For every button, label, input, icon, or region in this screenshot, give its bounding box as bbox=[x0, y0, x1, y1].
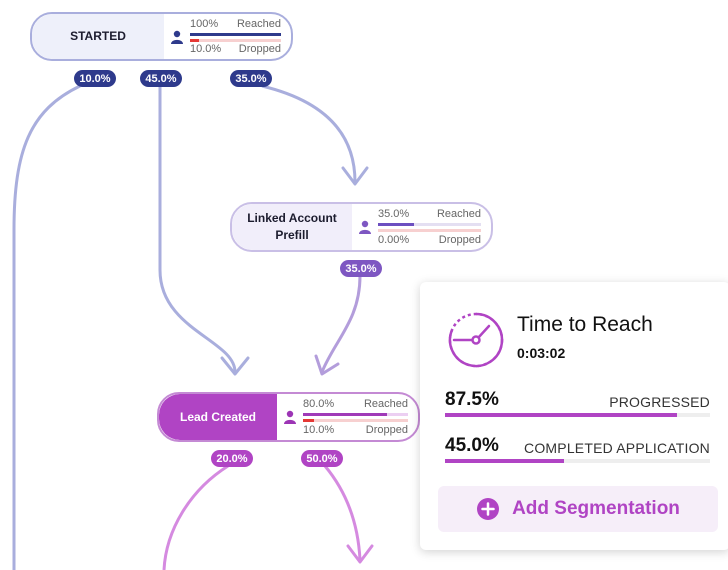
node-lead-created[interactable]: Lead Created 80.0% Reached 10.0% Dropped bbox=[157, 392, 420, 442]
completed-application-bar-fill bbox=[445, 459, 565, 463]
reached-bar bbox=[190, 33, 281, 36]
progressed-label: PROGRESSED bbox=[609, 394, 710, 410]
person-icon bbox=[164, 14, 190, 59]
node-lead-created-label: Lead Created bbox=[159, 394, 277, 440]
reached-percent: 80.0% bbox=[303, 398, 335, 410]
time-to-reach-title: Time to Reach bbox=[517, 313, 653, 336]
person-icon bbox=[352, 204, 378, 250]
edge-pill-started-left: 10.0% bbox=[74, 70, 116, 87]
dropped-bar bbox=[303, 419, 408, 422]
edge-started-left bbox=[12, 84, 81, 570]
dropped-bar bbox=[378, 229, 481, 232]
progressed-bar bbox=[445, 413, 710, 417]
dropped-label: Dropped bbox=[365, 424, 408, 436]
dropped-percent: 10.0% bbox=[190, 43, 222, 55]
person-icon bbox=[277, 394, 303, 440]
reached-percent: 35.0% bbox=[378, 208, 410, 220]
edge-linked-to-lead bbox=[320, 275, 362, 373]
edge-lead-left bbox=[162, 464, 229, 570]
reached-percent: 100% bbox=[190, 18, 219, 30]
edge-pill-started-to-linked: 35.0% bbox=[230, 70, 272, 87]
stopwatch-icon bbox=[447, 311, 505, 374]
node-linked-stats: 35.0% Reached 0.00% Dropped bbox=[378, 204, 491, 250]
reached-bar-fill bbox=[303, 413, 387, 416]
dropped-percent: 10.0% bbox=[303, 424, 335, 436]
dropped-label: Dropped bbox=[438, 234, 481, 246]
dropped-label: Dropped bbox=[238, 43, 281, 55]
reached-label: Reached bbox=[363, 398, 408, 410]
reached-bar bbox=[378, 223, 481, 226]
edge-pill-lead-left: 20.0% bbox=[211, 450, 253, 467]
reached-label: Reached bbox=[436, 208, 481, 220]
plus-circle-icon bbox=[476, 497, 500, 521]
arrowhead-linked-to-lead bbox=[314, 354, 340, 376]
completed-application-bar bbox=[445, 459, 710, 463]
add-segmentation-label: Add Segmentation bbox=[512, 498, 680, 519]
progressed-value: 87.5% bbox=[445, 389, 499, 410]
edge-started-to-linked bbox=[261, 84, 357, 183]
node-linked-label: Linked Account Prefill bbox=[232, 204, 352, 250]
edge-pill-started-to-lead: 45.0% bbox=[140, 70, 182, 87]
reached-bar-fill bbox=[378, 223, 415, 226]
completed-application-label: COMPLETED APPLICATION bbox=[524, 440, 710, 456]
edge-pill-linked-to-lead: 35.0% bbox=[340, 260, 382, 277]
node-started-stats: 100% Reached 10.0% Dropped bbox=[190, 14, 291, 59]
reached-label: Reached bbox=[236, 18, 281, 30]
edge-lead-right bbox=[323, 465, 362, 561]
arrowhead-lead-created bbox=[220, 356, 250, 376]
edge-started-to-lead bbox=[158, 86, 237, 373]
add-segmentation-button[interactable]: Add Segmentation bbox=[438, 486, 718, 532]
reached-bar bbox=[303, 413, 408, 416]
dropped-bar-fill bbox=[190, 39, 200, 42]
progressed-bar-fill bbox=[445, 413, 677, 417]
arrowhead-lead-right bbox=[346, 544, 374, 564]
reached-bar-fill bbox=[190, 33, 281, 36]
completed-application-value: 45.0% bbox=[445, 435, 499, 456]
time-to-reach-panel: Time to Reach 0:03:02 87.5% PROGRESSED 4… bbox=[420, 282, 728, 550]
dropped-bar-fill bbox=[303, 419, 314, 422]
arrowhead-linked-account bbox=[341, 166, 369, 186]
time-to-reach-value: 0:03:02 bbox=[517, 345, 566, 361]
node-started[interactable]: STARTED 100% Reached 10.0% Dropped bbox=[30, 12, 293, 61]
node-started-label: STARTED bbox=[32, 14, 164, 59]
dropped-bar bbox=[190, 39, 281, 42]
edge-pill-lead-right: 50.0% bbox=[301, 450, 343, 467]
node-lead-created-stats: 80.0% Reached 10.0% Dropped bbox=[303, 394, 418, 440]
node-linked-account-prefill[interactable]: Linked Account Prefill 35.0% Reached 0.0… bbox=[230, 202, 493, 252]
dropped-percent: 0.00% bbox=[378, 234, 410, 246]
